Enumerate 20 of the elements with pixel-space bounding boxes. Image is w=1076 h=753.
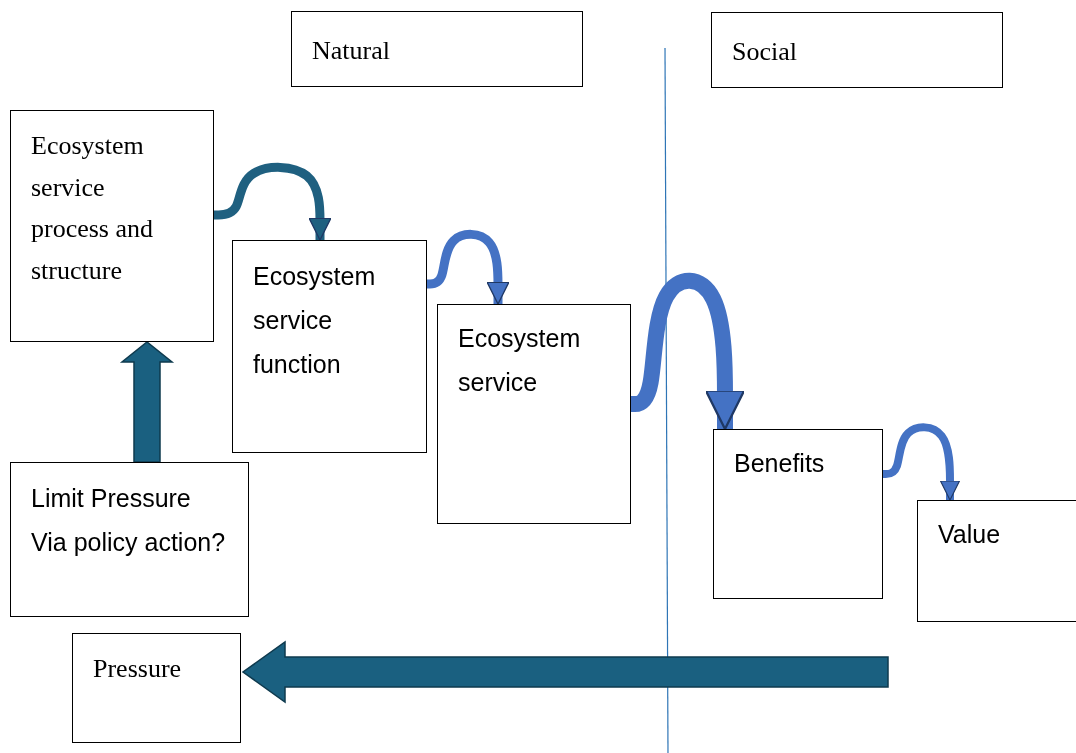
text-box — [10, 462, 249, 617]
text-box — [10, 110, 214, 342]
box-label: Pressure — [93, 653, 183, 685]
text-box — [72, 633, 241, 743]
text-box — [232, 240, 427, 453]
box-label: Benefits — [734, 448, 826, 479]
text-box — [437, 304, 631, 524]
box-label: Ecosystem service — [458, 323, 582, 398]
block-arrow — [119, 341, 175, 463]
box-label: Social — [732, 36, 798, 68]
text-box — [917, 500, 1076, 622]
box-label: Value — [938, 519, 1002, 550]
box-label: Natural — [312, 35, 391, 67]
text-box — [711, 12, 1003, 88]
box-label: Ecosystem service function — [253, 261, 377, 380]
text-box — [291, 11, 583, 87]
box-label: Ecosystem service process and structure — [31, 130, 154, 287]
block-arrow — [241, 640, 889, 704]
box-label: Limit Pressure Via policy action? — [31, 483, 227, 558]
text-box — [713, 429, 883, 599]
